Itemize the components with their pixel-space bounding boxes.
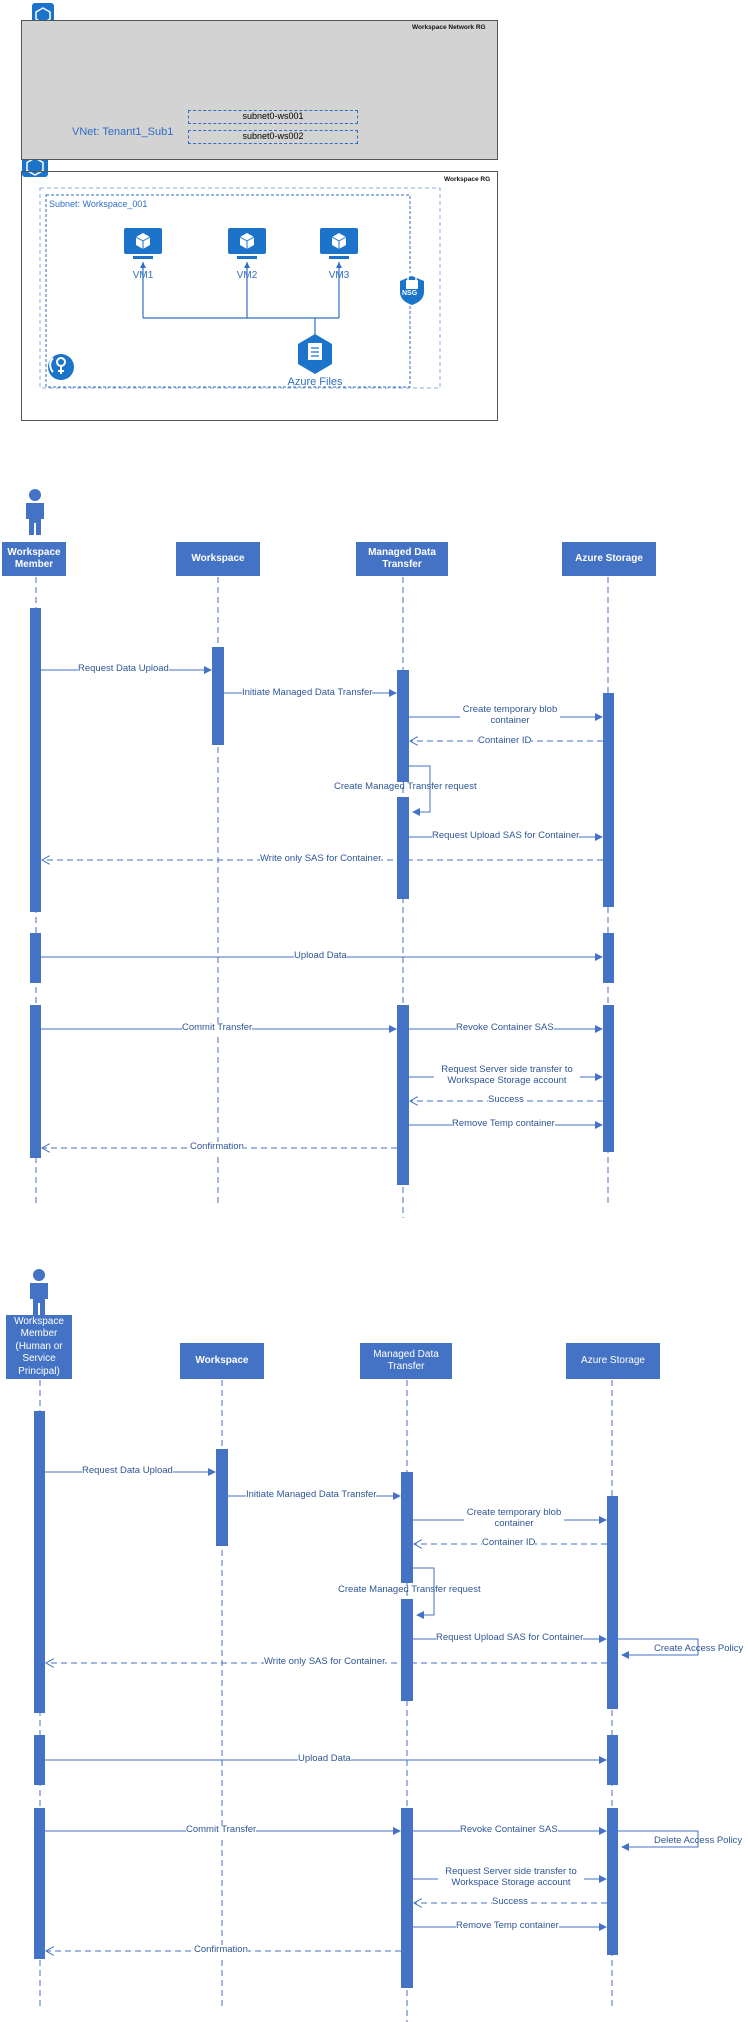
subnet-2: subnet0-ws002 <box>188 130 358 144</box>
nsg-shield-icon <box>400 272 424 305</box>
message-label: Upload Data <box>294 950 347 962</box>
message-label: Initiate Managed Data Transfer <box>246 1489 377 1501</box>
message-label: Request Server side transfer to Workspac… <box>438 1866 584 1889</box>
message-label: Create Managed Transfer request <box>338 1584 481 1595</box>
message-label: Request Data Upload <box>82 1465 173 1477</box>
message-label: Remove Temp container <box>456 1920 559 1932</box>
person-icon <box>26 489 44 535</box>
message-label: Confirmation <box>194 1944 248 1956</box>
message-label: Container ID <box>478 735 532 747</box>
message-label: Request Upload SAS for Container <box>432 830 580 842</box>
vm-icon <box>228 228 266 259</box>
vnet-label: VNet: Tenant1_Sub1 <box>72 126 174 138</box>
actor-azure-storage: Azure Storage <box>562 542 656 576</box>
azure-files-label: Azure Files <box>287 376 343 388</box>
message-label: Create temporary blob container <box>464 1507 564 1530</box>
message-label: Commit Transfer <box>182 1022 253 1034</box>
vm-label: VM2 <box>236 270 258 281</box>
person-icon <box>30 1269 48 1315</box>
actor-workspace-member: Workspace Member (Human or Service Princ… <box>6 1315 72 1379</box>
private-endpoint-icon <box>48 354 74 380</box>
message-label: Create Managed Transfer request <box>334 781 477 792</box>
message-label: Request Upload SAS for Container <box>436 1632 584 1644</box>
subnet-1: subnet0-ws001 <box>188 110 358 124</box>
actor-workspace: Workspace <box>180 1343 264 1379</box>
vnet-boundary-lower <box>39 187 441 389</box>
vm-icon <box>320 228 358 259</box>
actor-managed-data-transfer: Managed Data Transfer <box>356 542 448 576</box>
workspace-network-rg-label: Workspace Network RG <box>412 24 486 31</box>
azure-files-icon <box>298 334 332 374</box>
message-label: Request Data Upload <box>78 663 169 675</box>
vm-label: VM1 <box>132 270 154 281</box>
actor-managed-data-transfer: Managed Data Transfer <box>360 1343 452 1379</box>
vm-icon <box>124 228 162 259</box>
message-label: Success <box>492 1896 528 1908</box>
nsg-label: NSG <box>402 290 418 297</box>
message-label: Container ID <box>482 1537 536 1549</box>
message-label: Remove Temp container <box>452 1118 555 1130</box>
sequence2-graphics <box>30 1269 699 2022</box>
message-label: Commit Transfer <box>186 1824 257 1836</box>
actor-azure-storage: Azure Storage <box>566 1343 660 1379</box>
message-label: Write only SAS for Container <box>260 853 382 865</box>
message-label: Create temporary blob container <box>460 704 560 727</box>
message-label: Initiate Managed Data Transfer <box>242 687 373 699</box>
vm-label: VM3 <box>328 270 350 281</box>
message-label: Write only SAS for Container <box>264 1656 386 1668</box>
actor-workspace-member: Workspace Member <box>2 542 66 576</box>
workspace-network-rg-box <box>21 20 498 160</box>
workspace-rg-label: Workspace RG <box>444 176 491 183</box>
workspace-subnet-label: Subnet: Workspace_001 <box>49 199 148 209</box>
message-label: Success <box>488 1094 524 1106</box>
message-label: Revoke Container SAS <box>460 1824 558 1836</box>
message-label: Delete Access Policy <box>654 1835 743 1846</box>
message-label: Request Server side transfer to Workspac… <box>434 1064 580 1087</box>
message-label: Create Access Policy <box>654 1643 744 1654</box>
workspace-rg-box <box>21 171 498 421</box>
actor-workspace: Workspace <box>176 542 260 576</box>
message-label: Upload Data <box>298 1753 351 1765</box>
message-label: Revoke Container SAS <box>456 1022 554 1034</box>
message-label: Confirmation <box>190 1141 244 1153</box>
